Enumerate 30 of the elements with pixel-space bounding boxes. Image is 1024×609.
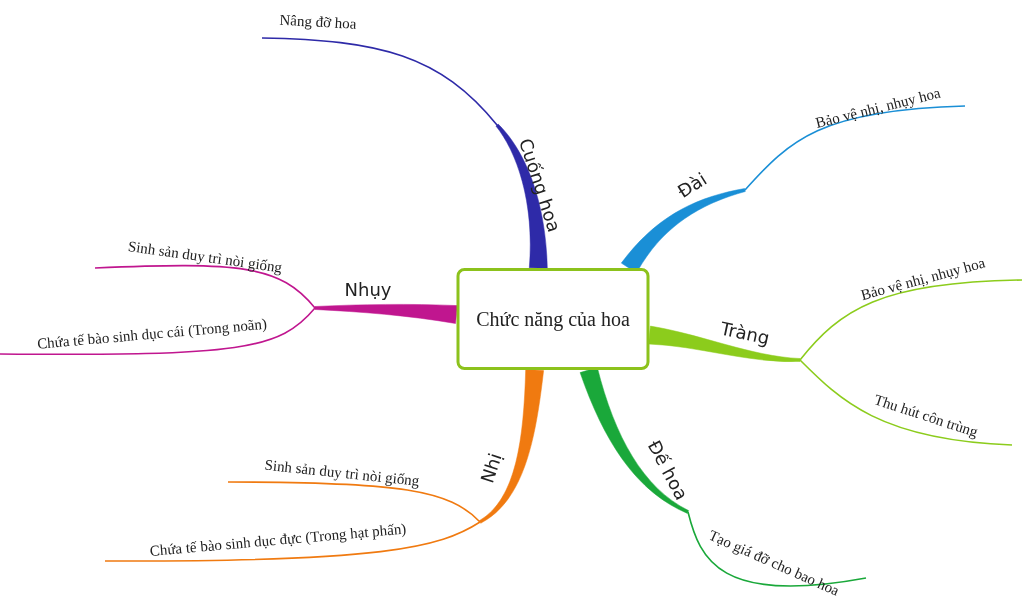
branch-line (579, 367, 689, 514)
branch-label: Tràng (717, 314, 773, 352)
leaf-label: Bảo vệ nhị, nhụy hoa (813, 81, 943, 135)
connector-line (799, 279, 1023, 361)
leaf-label: Thu hút côn trùng (871, 388, 981, 444)
connector-line (687, 511, 867, 587)
connector-line (799, 359, 1013, 446)
connector-line (104, 521, 481, 562)
branch-line (648, 325, 801, 362)
branch-line (314, 304, 458, 324)
connector-line (94, 264, 316, 309)
connector-line (744, 105, 966, 191)
branch-label: Cuống hoa (512, 134, 568, 236)
leaf-label: Chứa tế bào sinh dục đực (Trong hạt phấn) (148, 517, 408, 563)
leaf-label: Sinh sản duy trì nòi giống (263, 453, 421, 493)
branch-label: Đài (672, 165, 712, 205)
branch-label: Đế hoa (641, 435, 695, 505)
connector-line (261, 37, 498, 126)
leaf-label: Bảo vệ nhị, nhụy hoa (858, 251, 988, 307)
connector-line (0, 307, 316, 356)
leaf-label: Tạo giá đỡ cho bao hoa (705, 524, 843, 602)
leaf-label: Sinh sản duy trì nòi giống (126, 235, 284, 279)
leaf-label: Nâng đỡ hoa (278, 8, 358, 36)
central-topic-box: Chức năng của hoa (456, 268, 650, 370)
branch-line (495, 123, 548, 269)
connector-line (227, 481, 481, 523)
branch-label: Nhụy (344, 275, 392, 303)
branch-line (479, 369, 544, 524)
leaf-label: Chứa tế bào sinh dục cái (Trong noãn) (36, 312, 268, 356)
branch-label: Nhị (473, 449, 509, 487)
